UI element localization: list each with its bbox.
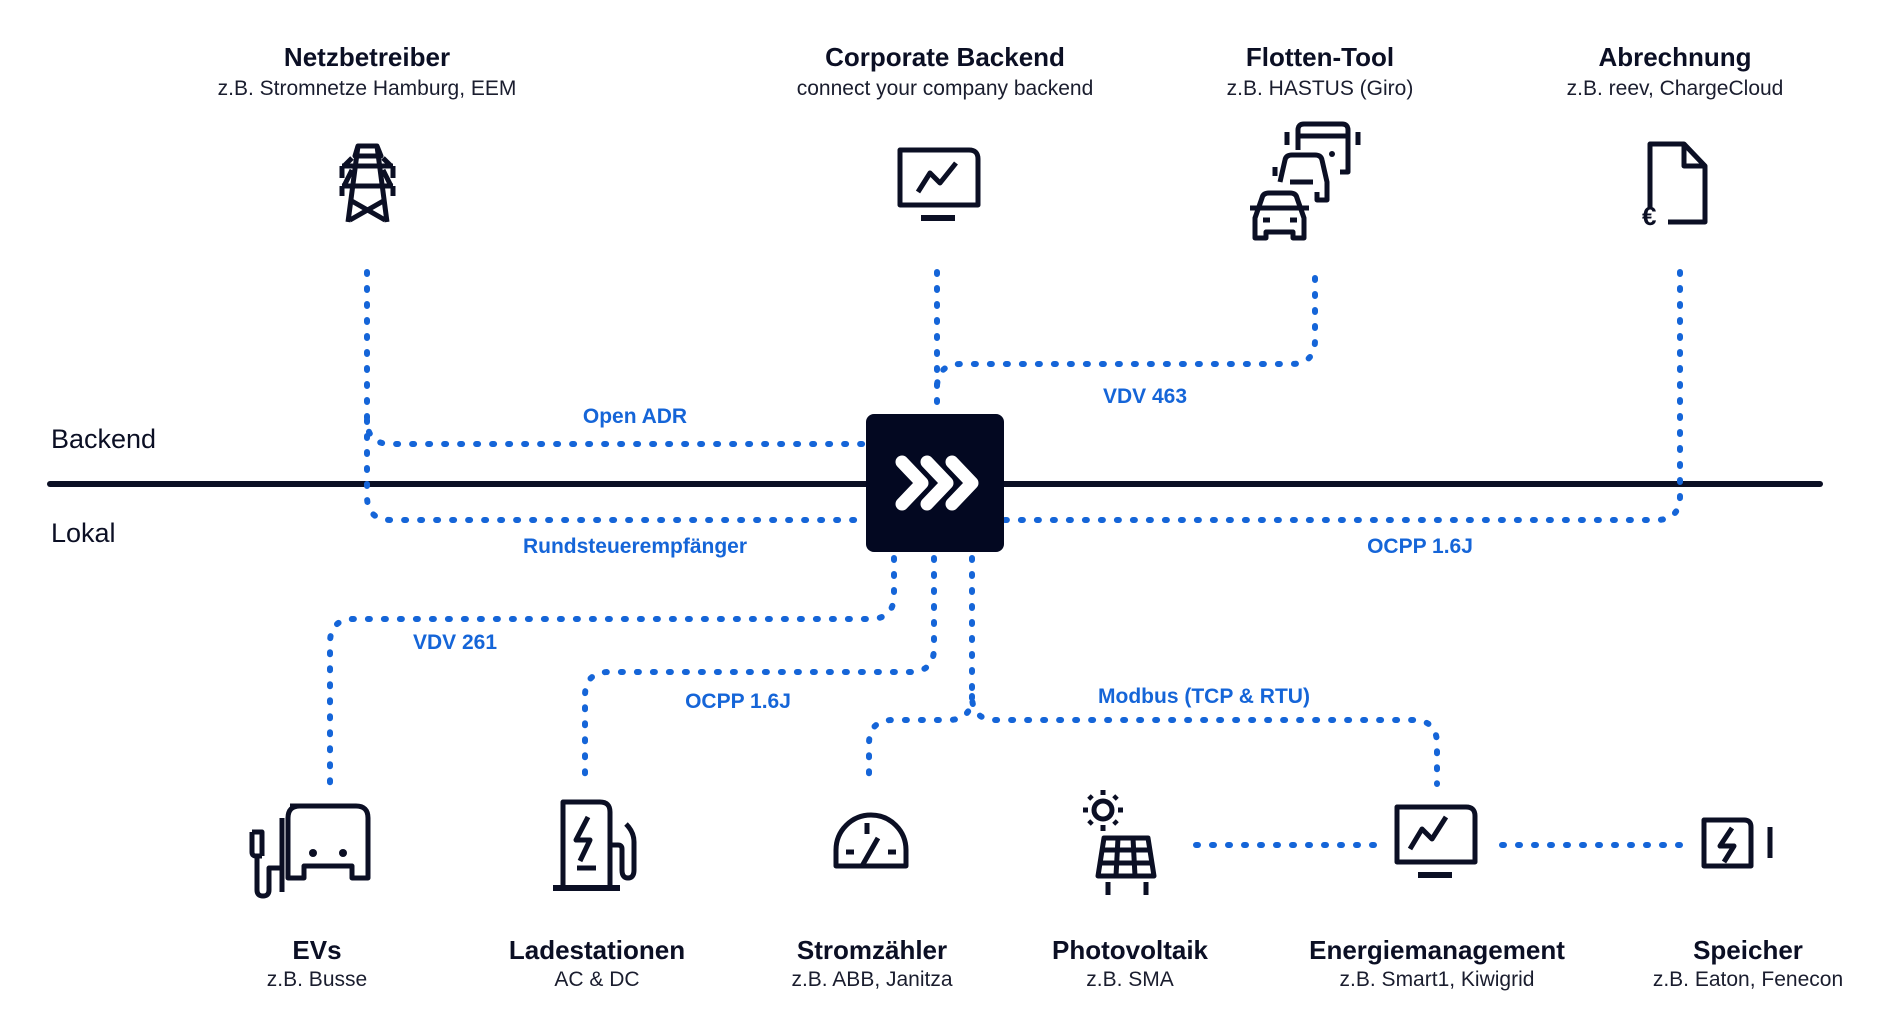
monitor-chart-icon [1394,804,1478,878]
node-title: Energiemanagement [1309,935,1565,965]
charging-station-icon [553,799,637,891]
protocol-label-ocpp-backend: OCPP 1.6J [1367,535,1473,558]
node-subtitle: z.B. ABB, Janitza [791,968,952,991]
vehicle-fleet-icon [1250,121,1361,241]
protocol-label-vdv463: VDV 463 [1103,385,1187,408]
connection-vdv463 [934,275,1318,391]
node-title: Corporate Backend [825,42,1065,72]
node-speicher[interactable]: Speicher z.B. Eaton, Fenecon [1653,817,1843,991]
connection-vdv261 [327,555,897,787]
node-subtitle: AC & DC [554,968,639,991]
node-evs[interactable]: EVs z.B. Busse [249,803,371,991]
node-subtitle: z.B. reev, ChargeCloud [1567,77,1784,100]
svg-text:€: € [1642,201,1656,231]
node-title: Stromzähler [797,935,947,965]
power-pylon-icon [339,143,396,223]
monitor-chart-icon [897,147,981,221]
connection-modbus-stromzaehler [866,693,975,787]
node-subtitle: connect your company backend [797,77,1094,100]
node-ladestationen[interactable]: Ladestationen AC & DC [509,799,685,991]
protocol-label-rundsteuer: Rundsteuerempfänger [523,535,747,558]
node-netzbetreiber[interactable]: Netzbetreiber z.B. Stromnetze Hamburg, E… [218,42,517,223]
connection-ocpp-local [582,555,937,787]
node-subtitle: z.B. Busse [267,968,367,991]
node-photovoltaik[interactable]: Photovoltaik z.B. SMA [1052,790,1209,991]
node-corporate-backend[interactable]: Corporate Backend connect your company b… [797,42,1094,221]
connection-rundsteuer [364,417,869,523]
node-title: Abrechnung [1598,42,1751,72]
battery-bolt-icon [1701,817,1773,869]
node-subtitle: z.B. SMA [1086,968,1174,991]
protocol-label-vdv261: VDV 261 [413,631,497,654]
node-title: Flotten-Tool [1246,42,1394,72]
zone-label-backend: Backend [51,424,156,454]
protocol-label-modbus: Modbus (TCP & RTU) [1098,685,1310,708]
zone-label-lokal: Lokal [51,518,116,548]
node-title: Netzbetreiber [284,42,450,72]
solar-panel-icon [1083,790,1157,895]
node-subtitle: z.B. Eaton, Fenecon [1653,968,1843,991]
hub-node[interactable] [866,414,1004,552]
node-subtitle: z.B. Smart1, Kiwigrid [1340,968,1535,991]
node-title: EVs [292,935,341,965]
sun-icon [1083,790,1123,831]
protocol-label-open-adr: Open ADR [583,405,687,428]
node-title: Photovoltaik [1052,935,1209,965]
hub-box [866,414,1004,552]
connection-ocpp-backend [1001,269,1683,523]
euro-invoice-icon: € [1642,141,1708,231]
node-stromzaehler[interactable]: Stromzähler z.B. ABB, Janitza [791,812,953,991]
electric-bus-icon [249,803,371,899]
node-energiemanagement[interactable]: Energiemanagement z.B. Smart1, Kiwigrid [1309,804,1565,991]
protocol-label-ocpp-local: OCPP 1.6J [685,690,791,713]
node-subtitle: z.B. Stromnetze Hamburg, EEM [218,77,517,100]
node-abrechnung[interactable]: Abrechnung z.B. reev, ChargeCloud € [1567,42,1784,231]
node-title: Speicher [1693,935,1803,965]
triple-chevron-right-icon [895,455,979,511]
node-subtitle: z.B. HASTUS (Giro) [1227,77,1414,100]
connection-modbus [969,555,1440,787]
node-title: Ladestationen [509,935,685,965]
meter-gauge-icon [833,812,909,869]
connections [327,269,1683,848]
node-flotten-tool[interactable]: Flotten-Tool z.B. HASTUS (Giro) [1227,42,1414,241]
